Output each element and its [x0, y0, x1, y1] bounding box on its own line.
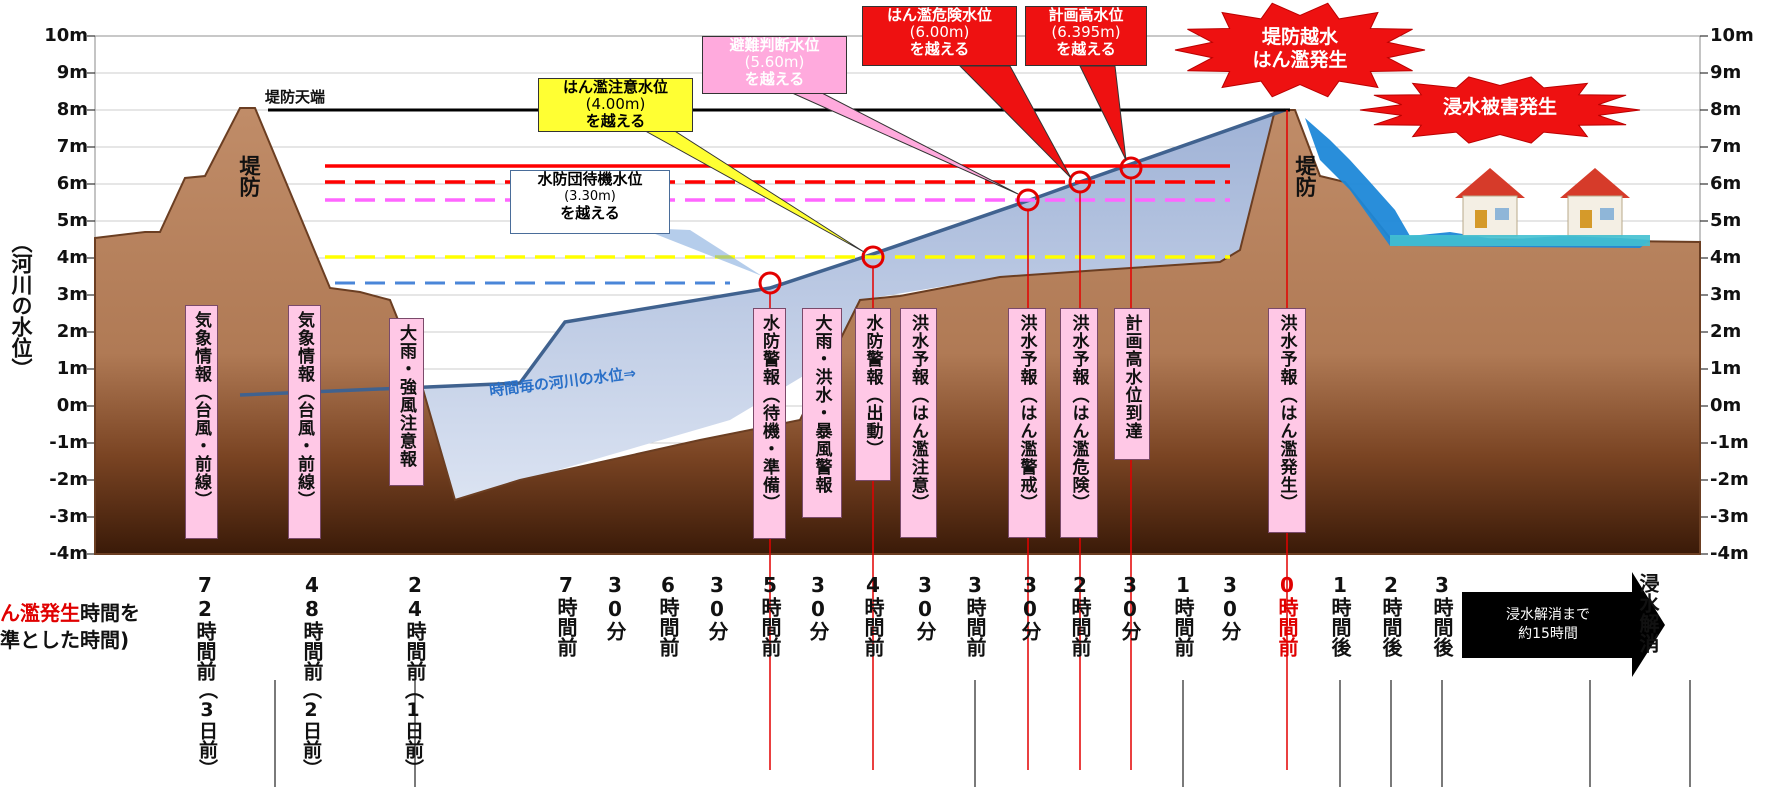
levee-right-label: 堤防 [1293, 155, 1318, 197]
crest-label: 堤防天端 [265, 88, 326, 106]
x-label: 48時間前 [300, 573, 324, 681]
x-axis-caption: ん濫発生時間を 準とした時間) [0, 601, 140, 652]
y-tick-right: 4m [1710, 247, 1742, 268]
x-label: 2時間前 [1068, 573, 1092, 657]
y-tick-right: -3m [1710, 506, 1749, 527]
y-tick-right: 2m [1710, 321, 1742, 342]
x-label: 6時間前 [656, 573, 680, 657]
y-tick-left: 8m [56, 99, 88, 120]
y-tick-left: 4m [56, 247, 88, 268]
x-label: 30分 [913, 573, 937, 641]
y-tick-left: -2m [49, 469, 88, 490]
overflow-burst [1174, 2, 1426, 98]
flood-water [1305, 118, 1650, 248]
x-label: 30分 [806, 573, 830, 641]
damage-burst [1359, 76, 1641, 144]
callout-danger-level: はん濫危険水位 (6.00m) を越える [862, 6, 1017, 66]
day-label-3: （3日前） [195, 680, 218, 778]
x-label: 3時間前 [963, 573, 987, 657]
callout-pointers [638, 65, 1127, 276]
y-tick-left: -1m [49, 432, 88, 453]
time-lines-grey [274, 680, 1691, 787]
y-tick-right: 8m [1710, 99, 1742, 120]
warning-plan-high-water-reached: 計画高水位到達 [1114, 308, 1150, 460]
x-label: 5時間前 [758, 573, 782, 657]
x-label: 1時間後 [1328, 573, 1352, 657]
x-label: 3時間後 [1430, 573, 1454, 657]
y-tick-left: 9m [56, 62, 88, 83]
warning-flood-forecast-caution: 洪水予報（はん濫注意） [900, 308, 937, 538]
y-tick-right: 3m [1710, 284, 1742, 305]
callout-evacuation-level: 避難判断水位 (5.60m) を越える [702, 36, 847, 94]
y-tick-left: 5m [56, 210, 88, 231]
x-label: 1時間前 [1171, 573, 1195, 657]
y-axis-title: （河川の水位） [9, 232, 34, 379]
house-icon [1560, 168, 1630, 237]
flood-surface [1390, 235, 1650, 246]
y-tick-right: 10m [1710, 25, 1754, 46]
y-tick-left: 3m [56, 284, 88, 305]
warning-flood-fighting-dispatch: 水防警報（出動） [855, 308, 891, 481]
warning-weather-info-48h: 気象情報（台風・前線） [288, 305, 321, 539]
warning-heavy-rain-advisory: 大雨・強風注意報 [389, 318, 424, 486]
y-tick-right: 9m [1710, 62, 1742, 83]
warning-flood-forecast-danger: 洪水予報（はん濫危険） [1060, 308, 1098, 538]
damage-label: 浸水被害発生 [1442, 96, 1557, 118]
x-label: 30分 [603, 573, 627, 641]
warning-heavy-rain-warning: 大雨・洪水・暴風警報 [802, 308, 842, 518]
callout-plan-level: 計画高水位 (6.395m) を越える [1025, 6, 1147, 66]
callout-caution-level: はん濫注意水位 (4.00m) を越える [538, 78, 693, 132]
day-label-1: （1日前） [401, 680, 424, 778]
warning-flood-forecast-occurred: 洪水予報（はん濫発生） [1268, 308, 1306, 533]
x-label: 0時間前 [1275, 573, 1299, 657]
overflow-label: 堤防越水 はん濫発生 [1252, 26, 1348, 71]
ground-terrain [94, 107, 1701, 555]
callout-standby-level: 水防団待機水位 (3.30m) を越える [510, 170, 670, 234]
arrow-shape [1462, 572, 1665, 677]
y-tick-right: 0m [1710, 395, 1742, 416]
arrow-label: 浸水解消まで 約15時間 [1506, 607, 1590, 642]
y-tick-right: 1m [1710, 358, 1742, 379]
y-tick-left: -3m [49, 506, 88, 527]
x-label: 72時間前 [193, 573, 217, 681]
warning-flood-forecast-alert: 洪水予報（はん濫警戒） [1008, 308, 1046, 538]
y-tick-left: 6m [56, 173, 88, 194]
x-label: 30分 [1118, 573, 1142, 641]
y-tick-right: -4m [1710, 543, 1749, 564]
y-tick-left: 10m [44, 25, 88, 46]
warning-weather-info-72h: 気象情報（台風・前線） [185, 305, 218, 539]
warning-flood-fighting-standby: 水防警報（待機・準備） [753, 308, 786, 539]
x-label: 4時間前 [861, 573, 885, 657]
x-label: 30分 [1218, 573, 1242, 641]
y-tick-left: 7m [56, 136, 88, 157]
levee-left-label: 堤防 [237, 155, 262, 197]
house-icon [1455, 168, 1525, 237]
y-tick-right: -2m [1710, 469, 1749, 490]
y-tick-right: 5m [1710, 210, 1742, 231]
x-label: 浸水解消 [1636, 573, 1660, 653]
x-label: 2時間後 [1379, 573, 1403, 657]
y-tick-right: -1m [1710, 432, 1749, 453]
y-tick-left: 0m [56, 395, 88, 416]
x-label: 24時間前 [403, 573, 427, 681]
x-label: 30分 [705, 573, 729, 641]
x-label: 30分 [1018, 573, 1042, 641]
x-label: 7時間前 [554, 573, 578, 657]
y-tick-right: 6m [1710, 173, 1742, 194]
day-label-2: （2日前） [299, 680, 322, 778]
y-tick-left: 1m [56, 358, 88, 379]
y-tick-left: 2m [56, 321, 88, 342]
y-tick-left: -4m [49, 543, 88, 564]
y-tick-right: 7m [1710, 136, 1742, 157]
